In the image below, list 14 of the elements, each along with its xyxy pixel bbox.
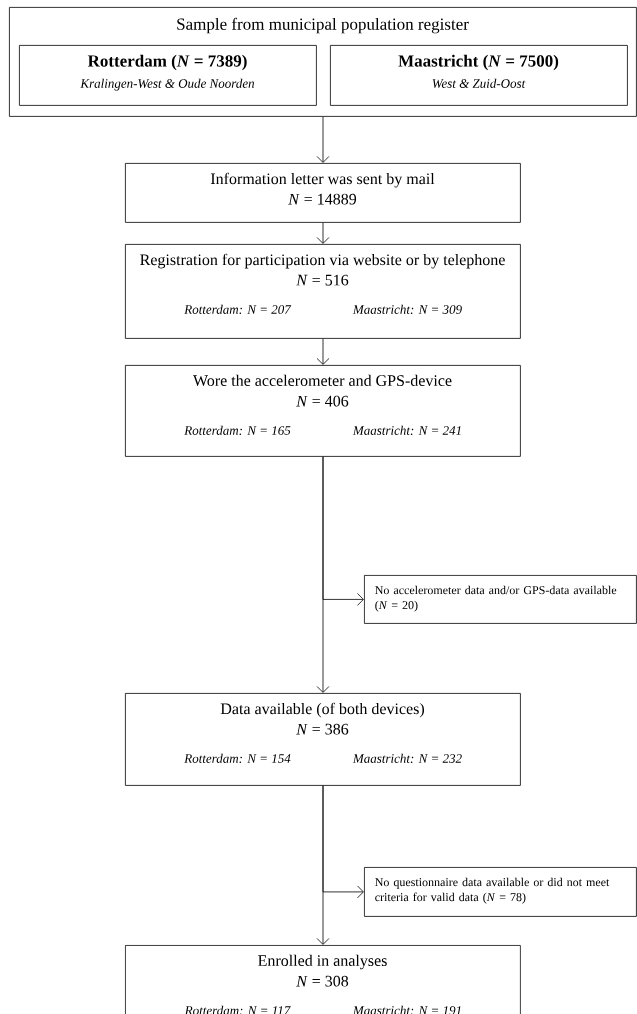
process-box: Data available (of both devices) N = 386 Rotterdam: N = 154 Maastricht: N = 232 xyxy=(125,693,521,786)
process-box: Registration for participation via website or by telephone N = 516 Rotterdam: N = 207 Maastricht: N = 309 xyxy=(125,244,521,339)
process-box: Enrolled in analyses N = 308 Rotterdam: N = 117 Maastricht: N = 191 xyxy=(125,945,521,1014)
arrow xyxy=(316,785,330,945)
arrow xyxy=(316,222,330,244)
process-box: Wore the accelerometer and GPS-device N = 406 Rotterdam: N = 165 Maastricht: N = 241 xyxy=(125,365,521,457)
process-box: Information letter was sent by mail N = 14889 xyxy=(125,163,521,223)
exclusion-box: No questionnaire data available or did not meet criteria for valid data (N = 78) xyxy=(364,867,637,917)
city-box: Maastricht (N = 7500) West & Zuid-Oost xyxy=(330,45,628,106)
arrow xyxy=(316,456,330,693)
arrow xyxy=(316,338,330,365)
city-box: Rotterdam (N = 7389) Kralingen-West & Oude Noorden xyxy=(19,45,317,106)
exclusion-box: No accelerometer data and/or GPS-data available (N = 20) xyxy=(364,575,637,624)
arrow xyxy=(316,116,330,163)
